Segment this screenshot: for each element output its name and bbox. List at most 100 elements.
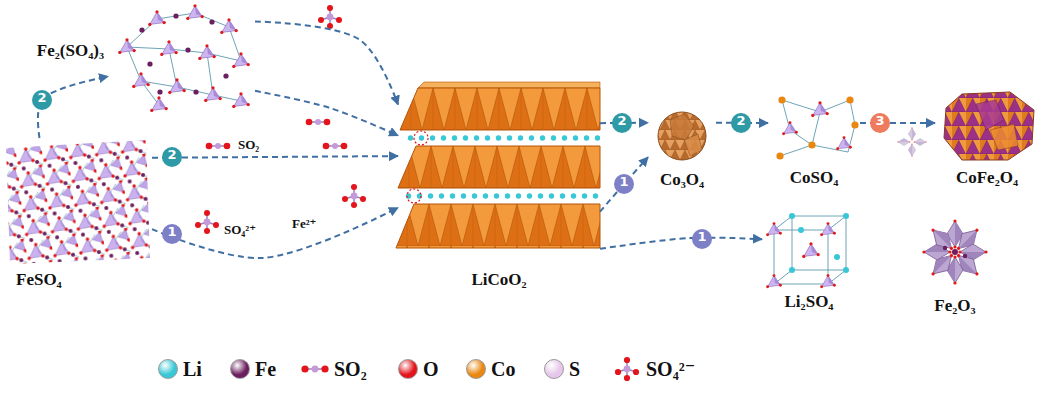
species-label: SO₂ (238, 137, 259, 153)
licoo2-structure (414, 131, 428, 145)
fe2so43-polyhedra (209, 19, 214, 24)
legend-text: SO₄²⁻ (646, 357, 695, 381)
legend-text: SO₂ (334, 357, 367, 381)
reaction-arrow (255, 91, 398, 136)
compound-node: LiCoO₂ (398, 84, 600, 290)
reaction-arrow (600, 238, 762, 249)
oxygen-atom (624, 357, 630, 363)
li2so4-structure (774, 216, 846, 284)
feso4-structure (6, 140, 150, 264)
legend-text: Fe (255, 357, 276, 381)
legend-item: SO₄²⁻ (612, 356, 695, 382)
species-label: Fe²⁺ (292, 216, 316, 232)
legend-item: Li (158, 356, 202, 382)
sulfate-icon (318, 5, 342, 29)
fe2o3-structure (926, 223, 958, 255)
reaction-arrow (152, 156, 398, 158)
compound-label: CoSO₄ (790, 168, 839, 188)
li2so4-structure (766, 213, 849, 288)
step-number: 1 (614, 174, 634, 194)
species-label: SO₄²⁺ (224, 222, 256, 238)
sulfate-icon (318, 5, 342, 29)
legend-swatch (398, 359, 418, 379)
legend-item: O (398, 356, 439, 382)
licoo2-structure (396, 204, 600, 248)
so2-icon (206, 143, 231, 150)
compound-label: FeSO₄ (16, 270, 62, 290)
fe2so43-polyhedra (118, 38, 136, 54)
compound-label: Fe₂O₃ (934, 296, 975, 316)
co3o4-structure (670, 114, 694, 140)
legend-item: S (544, 356, 580, 382)
fe2so43-polyhedra (132, 72, 150, 88)
molecule-icon (612, 356, 642, 382)
compound-label: Co₃O₄ (660, 170, 704, 190)
legend-swatch (466, 359, 486, 379)
oxygen-atom (321, 365, 328, 372)
li2so4-structure (789, 213, 795, 219)
compound-node: Fe₂O₃ (905, 208, 1005, 316)
coso4-structure (811, 101, 829, 117)
fe2o3-structure (943, 246, 947, 250)
oxygen-atom (301, 365, 308, 372)
compound-node: Co₃O₄ (648, 108, 716, 190)
sulfate-icon (195, 210, 219, 234)
cofe2o4-structure (944, 92, 1034, 160)
fe2o3-structure (922, 219, 987, 284)
step-number: 2 (612, 113, 632, 133)
feso4-structure (6, 140, 150, 264)
fe2so43-polyhedra (173, 13, 178, 18)
compound-node: FeSO₄ (2, 138, 152, 290)
oxygen-atom (624, 375, 630, 381)
fe2so43-polyhedra (118, 4, 250, 112)
licoo2-structure (405, 133, 600, 143)
compound-label: Li₂SO₄ (785, 292, 834, 312)
legend-swatch (158, 359, 178, 379)
fe2so43-polyhedra (198, 44, 216, 60)
li2so4-structure (843, 267, 849, 273)
compound-node: Li₂SO₄ (762, 208, 856, 312)
molecule-icon (615, 357, 639, 381)
li2so4-structure (820, 274, 836, 288)
li2so4-structure (789, 267, 795, 273)
fe2so43-polyhedra (193, 89, 198, 94)
oxygen-atom (633, 369, 639, 375)
molecule-icon (301, 365, 328, 372)
so2-icon (323, 143, 348, 150)
fe2so43-polyhedra (148, 10, 166, 26)
fe2so43-polyhedra (147, 61, 152, 66)
fe2so43-polyhedra (186, 4, 204, 20)
compound-node: CoFe₂O₄ (935, 88, 1039, 188)
fe2so43-structure (127, 13, 241, 105)
fe2so43-polyhedra (150, 96, 168, 112)
co3o4-structure (684, 134, 702, 156)
compound-node: CoSO₄ (768, 88, 860, 188)
licoo2-structure (400, 88, 600, 130)
reaction-arrow (152, 208, 398, 258)
coso4-structure (776, 152, 783, 159)
licoo2-structure (398, 146, 600, 188)
coso4-structure (782, 100, 820, 112)
reaction-arrow (255, 22, 398, 105)
step-number: 2 (32, 90, 52, 110)
fe2so43-polyhedra (168, 78, 186, 94)
legend-text: O (423, 357, 439, 381)
licoo2-structure (400, 82, 600, 130)
sulfate-icon (342, 184, 366, 208)
coso4-structure (846, 96, 853, 103)
step-number: 2 (162, 147, 182, 167)
licoo2-structure (396, 204, 600, 248)
cofe2o4-structure (976, 100, 1004, 130)
fe2so43-polyhedra (139, 27, 144, 32)
fe2so43-polyhedra (223, 73, 228, 78)
fe2so43-polyhedra (160, 40, 178, 56)
step-number: 2 (731, 113, 751, 133)
compound-node: Fe₂(SO₄)₃ (108, 5, 255, 115)
step-number: 1 (162, 224, 182, 244)
compound-label: LiCoO₂ (471, 270, 526, 290)
fe2o3-small-icon (914, 138, 927, 145)
licoo2-structure (403, 191, 600, 201)
li2so4-structure (820, 222, 836, 236)
